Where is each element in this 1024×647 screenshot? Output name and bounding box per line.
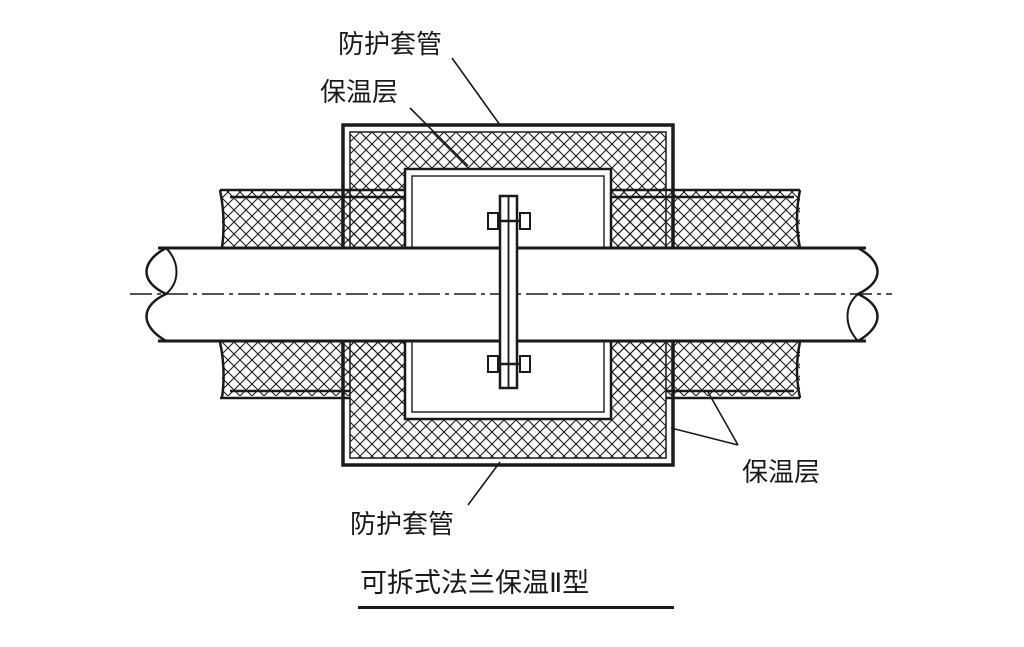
label-protective-sleeve-top: 防护套管 [338,30,443,60]
right-pipe-insulation [611,188,802,400]
flange [498,194,519,390]
leader-bottom-sleeve [467,461,501,506]
label-protective-sleeve-bottom: 防护套管 [350,510,455,540]
label-insulation-right: 保温层 [742,458,821,488]
leader-top-sleeve [451,57,501,126]
leader-right-insulation-b [707,391,739,446]
label-insulation-top: 保温层 [320,78,399,108]
leader-top-insulation [409,107,469,167]
leader-right-insulation-a [670,427,739,446]
leader-lines [409,57,739,506]
flange-bolts [487,212,531,373]
caption-underline [358,606,674,609]
left-pipe-insulation [218,188,405,400]
sleeve-insulation-layer [350,132,666,458]
figure-caption: 可拆式法兰保温Ⅱ型 [360,568,590,599]
